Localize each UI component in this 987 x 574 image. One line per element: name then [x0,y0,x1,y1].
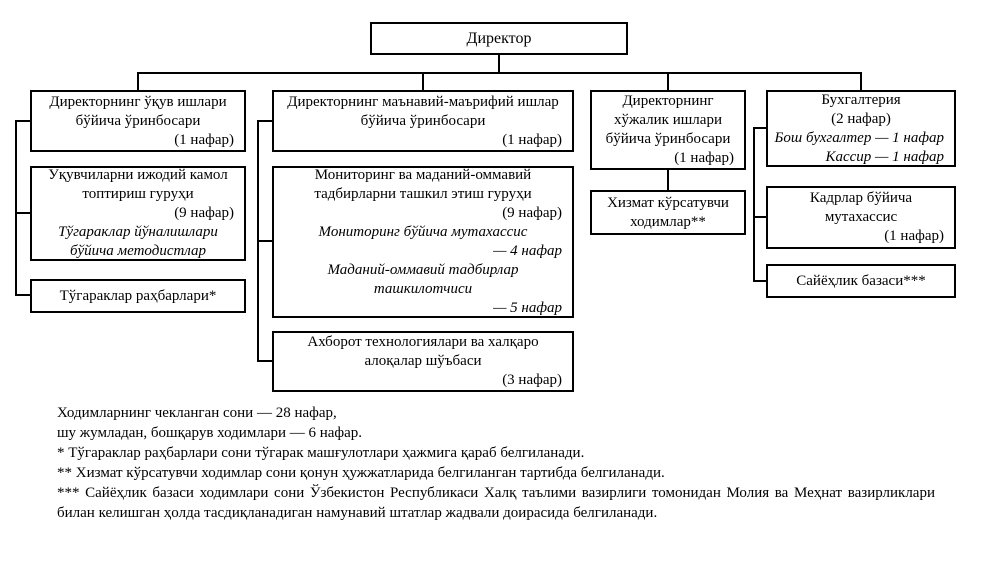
box-headcount: (9 нафар) [502,205,562,221]
connector-top-rail [137,72,862,74]
box-headcount: (1 нафар) [674,150,734,166]
box-deputy-spiritual: Директорнинг маънавий-маърифий ишлар бўй… [272,90,574,152]
connector-col2-stub1 [257,120,272,122]
box-headcount: (3 нафар) [502,372,562,388]
connector-col4-stub3 [753,280,766,282]
box-tourism-base: Сайёҳлик базаси*** [766,264,956,298]
box-role-2-count: — 5 нафар [493,300,562,316]
box-title: Директорнинг маънавий-маърифий ишлар бўй… [287,93,559,129]
connector-col1-rail [15,120,17,296]
box-club-leaders: Тўгараклар раҳбарлари* [30,279,246,313]
connector-col1-stub1 [15,120,30,122]
box-deputy-economic: Директорнинг хўжалик ишлари бўйича ўринб… [590,90,746,170]
connector-col1-stub3 [15,294,30,296]
box-title: Кадрлар бўйича мутахассис [809,190,913,225]
box-headcount: (1 нафар) [502,131,562,148]
box-deputy-education: Директорнинг ўқув ишлари бўйича ўринбоса… [30,90,246,152]
box-title: Мониторинг ва маданий-оммавий тадбирларн… [314,167,532,202]
box-monitoring-group: Мониторинг ва маданий-оммавий тадбирларн… [272,166,574,318]
connector-drop-col2 [422,72,424,90]
box-title: Сайёҳлик базаси*** [796,272,926,289]
connector-col2-stub3 [257,360,272,362]
box-title: Директорнинг хўжалик ишлари бўйича ўринб… [605,93,731,147]
box-title: Тўгараклар раҳбарлари* [59,287,217,304]
note-headcount-total: Ходимларнинг чекланган сони — 28 нафар, [57,405,337,421]
box-title: Бухгалтерия [821,91,901,108]
box-headcount: (1 нафар) [174,131,234,148]
note-headcount-management: шу жумладан, бошқарув ходимлари — 6 нафа… [57,425,363,441]
connector-col3-stem [667,170,669,190]
connector-drop-col1 [137,72,139,90]
footnotes: Ходимларнинг чекланган сони — 28 нафар, … [57,403,935,523]
box-title: Ўқувчиларни ижодий камол топтириш гуруҳи [48,167,228,202]
box-detail: Тўгараклар йўналишлари бўйича методистла… [58,224,218,259]
connector-col4-rail [753,127,755,282]
box-role-1-count: — 4 нафар [493,243,562,259]
box-role-2: Маданий-оммавий тадбирлар ташкилотчиси [327,262,519,297]
box-headcount: (9 нафар) [174,205,234,221]
connector-col4-stub2 [753,216,766,218]
note-asterisk-2: ** Хизмат кўрсатувчи ходимлар сони қонун… [57,465,665,481]
box-title: Директорнинг ўқув ишлари бўйича ўринбоса… [49,93,227,129]
box-headcount: (1 нафар) [884,228,944,244]
box-creative-development-group: Ўқувчиларни ижодий камол топтириш гуруҳи… [30,166,246,261]
box-headcount: (2 нафар) [831,110,891,127]
note-asterisk-1: * Тўгараклар раҳбарлари сони тўгарак маш… [57,445,585,461]
connector-root-stem [498,55,500,72]
connector-drop-col4 [860,72,862,90]
box-role-1: Мониторинг бўйича мутахассис [318,224,528,240]
connector-col4-stub1 [753,127,766,129]
box-role-2: Кассир — 1 нафар [825,148,944,165]
connector-col1-stub2 [15,212,30,214]
box-accounting: Бухгалтерия (2 нафар) Бош бухгалтер — 1 … [766,90,956,167]
box-role-1: Бош бухгалтер — 1 нафар [774,129,944,146]
note-asterisk-3: *** Сайёҳлик базаси ходимлари сони Ўзбек… [57,485,935,521]
box-hr-specialist: Кадрлар бўйича мутахассис (1 нафар) [766,186,956,249]
box-title: Хизмат кўрсатувчи ходимлар** [607,194,729,230]
connector-drop-col3 [667,72,669,90]
box-it-department: Ахборот технологиялари ва халқаро алоқал… [272,331,574,392]
box-service-staff: Хизмат кўрсатувчи ходимлар** [590,190,746,235]
box-director: Директор [370,22,628,55]
connector-col2-stub2 [257,240,272,242]
box-title: Ахборот технологиялари ва халқаро алоқал… [307,334,539,369]
director-title: Директор [466,30,532,47]
